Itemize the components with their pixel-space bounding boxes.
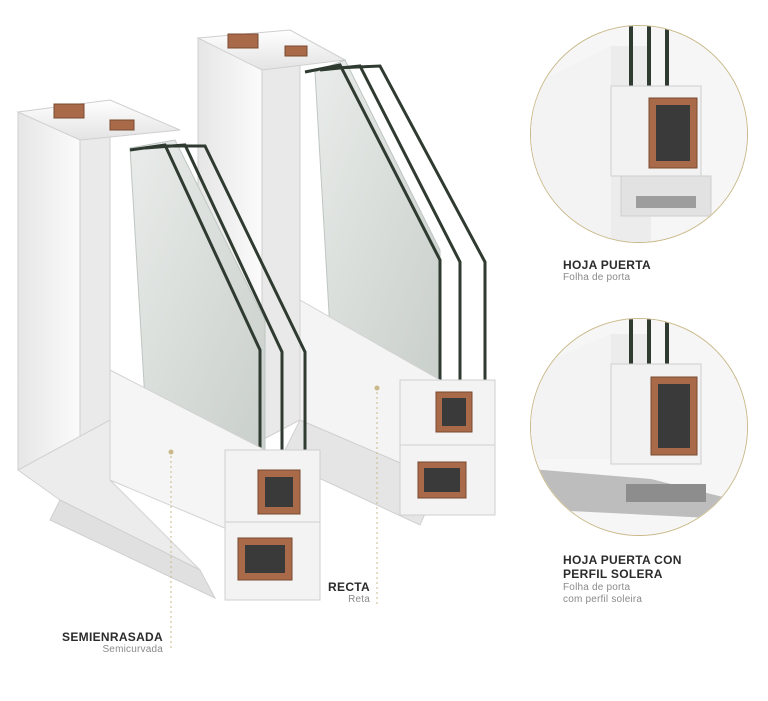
label-hoja-puerta-solera-title-2: PERFIL SOLERA xyxy=(563,567,663,582)
label-hoja-puerta-solera-subtitle-2: com perfil soleira xyxy=(563,593,643,605)
label-hoja-puerta-subtitle: Folha de porta xyxy=(563,272,631,284)
label-hoja-puerta: HOJA PUERTA Folha de porta xyxy=(563,258,743,284)
label-recta-subtitle: Reta xyxy=(348,594,370,606)
label-hoja-puerta-solera-title-1: HOJA PUERTA CON xyxy=(563,553,682,567)
label-semienrasada-title: SEMIENRASADA xyxy=(62,630,163,644)
door-leaf-section-image xyxy=(531,26,747,242)
label-hoja-puerta-solera-subtitle-1: Folha de porta xyxy=(563,581,631,593)
profile-semienrasada-window xyxy=(16,99,321,601)
label-semienrasada: SEMIENRASADA Semicurvada xyxy=(40,630,163,656)
label-hoja-puerta-title: HOJA PUERTA xyxy=(563,258,651,272)
leader-line-recta xyxy=(374,385,380,605)
door-leaf-threshold-section-image xyxy=(531,319,747,535)
label-recta: RECTA Reta xyxy=(300,580,370,606)
label-semienrasada-subtitle: Semicurvada xyxy=(102,644,163,656)
label-hoja-puerta-solera: HOJA PUERTA CON PERFIL SOLERA Folha de p… xyxy=(563,553,753,606)
label-recta-title: RECTA xyxy=(328,580,370,594)
detail-hoja-puerta-solera-circle xyxy=(530,318,748,536)
detail-hoja-puerta-circle xyxy=(530,25,748,243)
leader-line-semienrasada xyxy=(168,449,174,650)
